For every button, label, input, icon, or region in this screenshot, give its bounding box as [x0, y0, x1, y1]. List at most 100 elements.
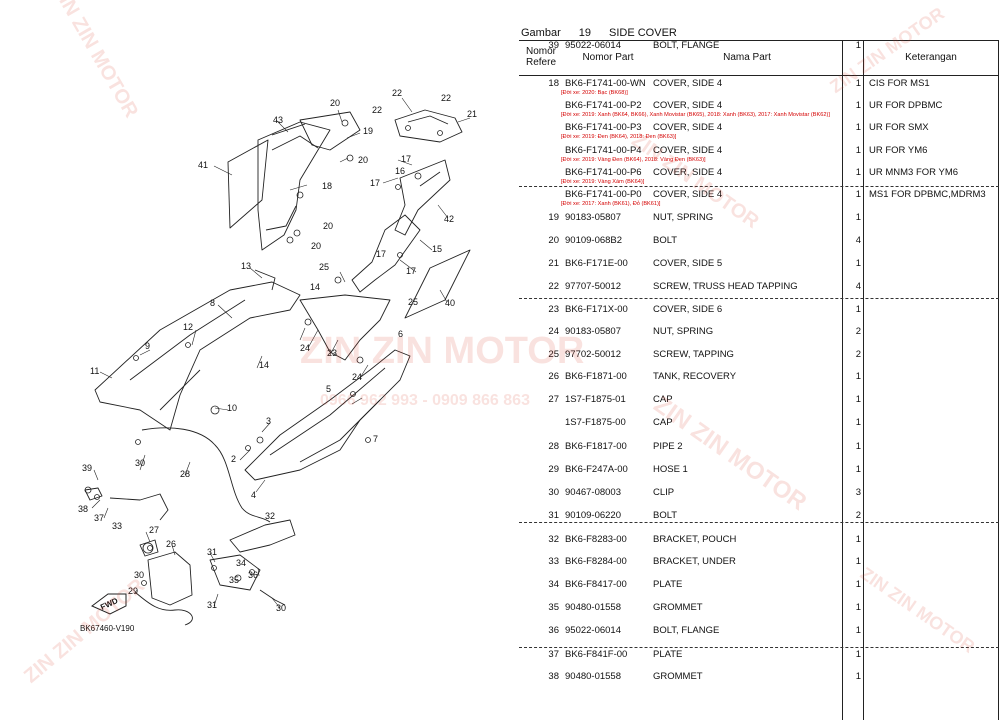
quantity-cell: 1: [855, 212, 861, 223]
part-29-hose: [134, 591, 193, 626]
quantity-cell: 1: [855, 167, 861, 178]
part-name-cell: GROMMET: [653, 671, 703, 682]
callout-24a: 24: [300, 343, 310, 353]
model-year-note: [Đời xe: 2019: Xanh (BK64, BK66), Xanh M…: [561, 112, 830, 118]
callout-24b: 24: [352, 372, 362, 382]
callout-3: 3: [266, 416, 271, 426]
part-name-cell: PIPE 2: [653, 441, 683, 452]
callout-5: 5: [326, 384, 331, 394]
quantity-cell: 2: [855, 349, 861, 360]
header-note: Keterangan: [905, 51, 957, 63]
ref-cell: 27: [548, 394, 559, 405]
column-divider: [998, 40, 999, 720]
ref-cell: 28: [548, 441, 559, 452]
part-name-cell: BOLT, FLANGE: [653, 625, 720, 636]
callout-19: 19: [363, 126, 373, 136]
part-name-cell: BRACKET, POUCH: [653, 534, 737, 545]
part-number-cell: BK6-F8283-00: [565, 534, 627, 545]
part-name-cell: COVER, SIDE 4: [653, 100, 723, 111]
part-number-cell: 90183-05807: [565, 212, 621, 223]
model-year-note: [Đời xe: 2020: Bạc (BK68)]: [561, 90, 628, 96]
callout-35: 35: [229, 575, 239, 585]
ref-cell: 31: [548, 510, 559, 521]
part-name-cell: BOLT, FLANGE: [653, 40, 720, 51]
model-year-note: [Đời xe: 2019: Vàng Xám (BK64)]: [561, 179, 645, 185]
part-number-cell: 97707-50012: [565, 281, 621, 292]
callout-22c: 22: [441, 93, 451, 103]
quantity-cell: 1: [855, 556, 861, 567]
quantity-cell: 1: [855, 122, 861, 133]
part-40-panel: [404, 249, 471, 319]
callout-41: 41: [198, 160, 208, 170]
part-21-cover: [394, 109, 463, 143]
part-name-cell: SCREW, TRUSS HEAD TAPPING: [653, 281, 798, 292]
quantity-cell: 1: [855, 394, 861, 405]
quantity-cell: 1: [855, 189, 861, 200]
callout-17b: 17: [370, 178, 380, 188]
ref-cell: 33: [548, 556, 559, 567]
note-cell: UR FOR SMX: [869, 122, 929, 133]
callout-43: 43: [273, 115, 283, 125]
part-name-cell: PLATE: [653, 579, 683, 590]
part-name-cell: GROMMET: [653, 602, 703, 613]
header-ref: Nomor Refere: [525, 46, 556, 68]
callout-12: 12: [183, 322, 193, 332]
part-6-cover: [244, 349, 411, 481]
part-number-cell: 90109-06220: [565, 510, 621, 521]
quantity-cell: 3: [855, 487, 861, 498]
group-separator: [519, 298, 999, 299]
callout-20d: 20: [311, 241, 321, 251]
callout-26: 26: [166, 539, 176, 549]
note-cell: UR FOR YM6: [869, 145, 928, 156]
part-41-panel: [227, 139, 269, 229]
callout-33: 33: [112, 521, 122, 531]
part-number-cell: 90467-08003: [565, 487, 621, 498]
part-number-cell: BK6-F1741-00-P0: [565, 189, 642, 200]
model-year-note: [Đời xe: 2019: Đen (BK64), 2018: Đen (BK…: [561, 134, 677, 140]
callout-17c: 17: [376, 249, 386, 259]
part-name-cell: COVER, SIDE 6: [653, 304, 723, 315]
callout-13: 13: [241, 261, 251, 271]
callout-2: 2: [231, 454, 236, 464]
part-number-cell: BK6-F1741-00-P6: [565, 167, 642, 178]
callout-20b: 20: [358, 155, 368, 165]
quantity-cell: 4: [855, 235, 861, 246]
column-divider: [842, 40, 843, 720]
part-name-cell: PLATE: [653, 649, 683, 660]
callout-9: 9: [145, 341, 150, 351]
callout-16: 16: [395, 166, 405, 176]
part-number-cell: BK6-F1871-00: [565, 371, 627, 382]
fwd-arrow-icon: FWD: [91, 593, 127, 615]
callout-6: 6: [398, 329, 403, 339]
ref-cell: 20: [548, 235, 559, 246]
header-part-name: Nama Part: [723, 51, 771, 63]
callout-34: 34: [236, 558, 246, 568]
part-number-cell: BK6-F1741-00-WN: [565, 78, 646, 89]
part-number-cell: BK6-F8284-00: [565, 556, 627, 567]
header-part-number: Nomor Part: [582, 51, 634, 63]
callout-38: 38: [78, 504, 88, 514]
part-number-cell: BK6-F1817-00: [565, 441, 627, 452]
part-number-cell: BK6-F8417-00: [565, 579, 627, 590]
callout-14a: 14: [310, 282, 320, 292]
ref-cell: 21: [548, 258, 559, 269]
part-number-cell: BK6-F1741-00-P2: [565, 100, 642, 111]
part-28-pipe: [141, 427, 271, 523]
part-number-cell: BK6-F247A-00: [565, 464, 628, 475]
quantity-cell: 1: [855, 671, 861, 682]
part-name-cell: CAP: [653, 394, 673, 405]
part-name-cell: COVER, SIDE 4: [653, 122, 723, 133]
part-34-plate: [209, 554, 261, 591]
ref-cell: 18: [548, 78, 559, 89]
quantity-cell: 1: [855, 602, 861, 613]
parts-table: Nomor Refere Nomor Part Nama Part Ketera…: [519, 40, 999, 720]
